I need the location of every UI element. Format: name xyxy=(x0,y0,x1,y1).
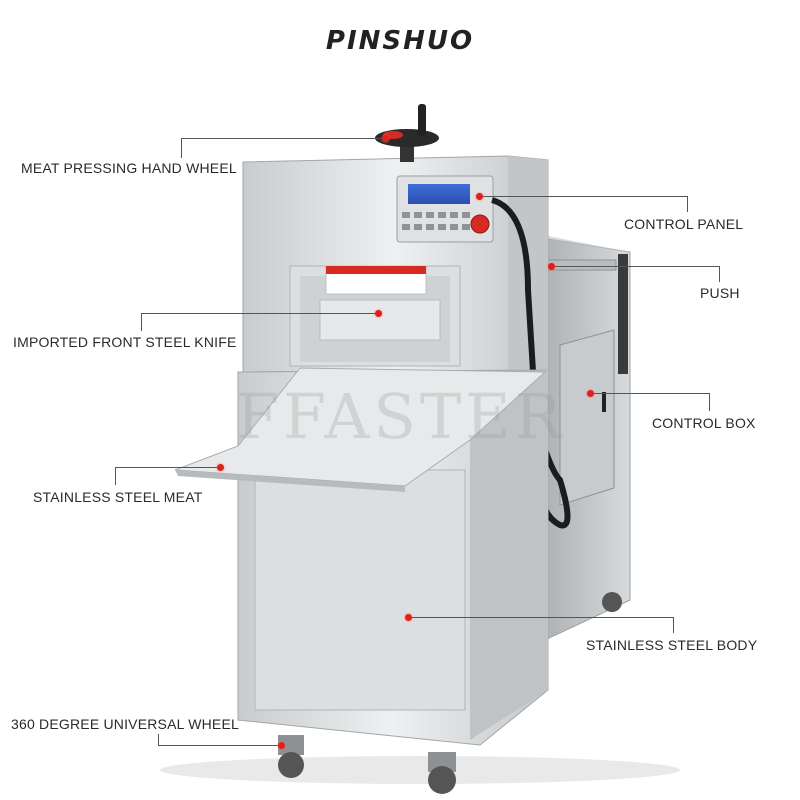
callout-dot-control-box xyxy=(587,390,594,397)
leader-hand-wheel-h xyxy=(181,138,381,139)
label-hand-wheel: MEAT PRESSING HAND WHEEL xyxy=(21,160,237,176)
callout-dot-hand-wheel xyxy=(382,135,389,142)
leader-meat-tray-h xyxy=(115,467,219,468)
callout-dot-front-knife xyxy=(375,310,382,317)
leader-push-v xyxy=(719,266,720,282)
label-push: PUSH xyxy=(700,285,740,301)
label-meat-tray: STAINLESS STEEL MEAT xyxy=(33,489,203,505)
control-panel-display xyxy=(408,184,470,204)
leader-wheel-h xyxy=(158,745,278,746)
control-panel-keypad xyxy=(402,212,470,230)
push-slot xyxy=(545,259,617,271)
leader-wheel-v xyxy=(158,734,159,745)
callout-dot-body xyxy=(405,614,412,621)
label-control-panel: CONTROL PANEL xyxy=(624,216,744,232)
label-wheel: 360 DEGREE UNIVERSAL WHEEL xyxy=(11,716,239,732)
caster-wheels xyxy=(278,592,622,794)
push-rail xyxy=(618,254,628,374)
callout-dot-meat-tray xyxy=(217,464,224,471)
leader-front-knife-h xyxy=(141,313,377,314)
brand-title: PINSHUO xyxy=(325,26,475,56)
label-control-box: CONTROL BOX xyxy=(652,415,756,431)
leader-hand-wheel-v xyxy=(181,138,182,158)
body-door xyxy=(254,469,466,711)
floor-shadow xyxy=(160,756,680,784)
leader-meat-tray-v xyxy=(115,467,116,485)
control-box-door xyxy=(559,329,615,506)
emergency-stop xyxy=(470,214,490,234)
leader-control-panel-h xyxy=(480,196,687,197)
leader-control-panel-v xyxy=(687,196,688,212)
leader-push-h xyxy=(552,266,720,267)
watermark-text: FFASTER xyxy=(236,380,566,453)
leader-front-knife-v xyxy=(141,313,142,331)
label-front-knife: IMPORTED FRONT STEEL KNIFE xyxy=(13,334,237,350)
callout-dot-push xyxy=(548,263,555,270)
callout-dot-control-panel xyxy=(476,193,483,200)
callout-dot-wheel xyxy=(278,742,285,749)
leader-control-box-h xyxy=(592,393,709,394)
label-body: STAINLESS STEEL BODY xyxy=(586,637,758,653)
leader-body-v xyxy=(673,617,674,633)
hand-wheel-shaft xyxy=(400,146,414,162)
control-box-handle xyxy=(602,392,606,412)
leader-control-box-v xyxy=(709,393,710,411)
leader-body-h xyxy=(410,617,674,618)
